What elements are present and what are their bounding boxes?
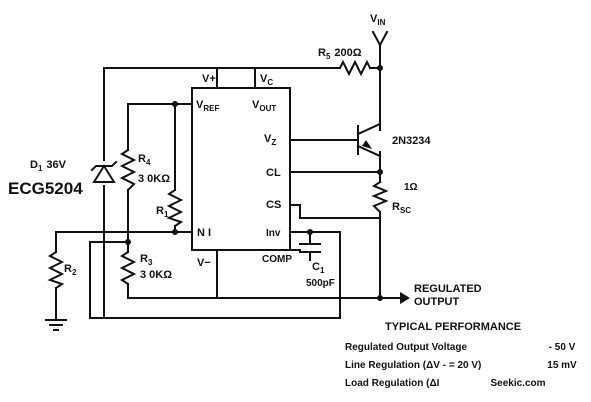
- c1-label: C1: [312, 261, 325, 275]
- rsc-value: 1Ω: [404, 182, 418, 193]
- perf-row-label: Line Regulation (ΔV - = 20 V): [345, 360, 481, 371]
- vin-label: VIN: [370, 13, 386, 27]
- resistor-rsc: [371, 180, 389, 214]
- watermark: Seekic.com: [490, 378, 545, 389]
- perf-row-value: - 50 V: [549, 342, 576, 353]
- ic-pin-vz: VZ: [264, 133, 276, 147]
- resistor-r4: [119, 148, 137, 192]
- ic-pin-vc: VC: [260, 73, 273, 87]
- output-arrow: [400, 292, 410, 304]
- output-label-line1: REGULATED: [414, 283, 482, 295]
- vin-terminal: [371, 30, 389, 47]
- r4-value: 3 0KΩ: [138, 173, 170, 185]
- transistor-q1: [356, 122, 382, 158]
- transistor-label: 2N3234: [392, 135, 431, 147]
- ecg-part-label: ECG5204: [8, 179, 83, 198]
- wiring: [55, 44, 401, 319]
- ic-pin-cs: CS: [266, 199, 281, 211]
- r2-label: R2: [64, 263, 77, 277]
- performance-table: TYPICAL PERFORMANCE Regulated Output Vol…: [345, 321, 577, 389]
- resistor-r3: [119, 250, 137, 286]
- resistor-r1: [166, 188, 184, 228]
- output-label-line2: OUTPUT: [414, 296, 460, 308]
- perf-row-label: Regulated Output Voltage: [345, 342, 467, 353]
- ic-pin-vplus: V+: [202, 73, 216, 85]
- ic-pin-cl: CL: [266, 167, 281, 179]
- ground-symbol: [45, 319, 67, 331]
- ic-pin-inv: Inv: [266, 228, 281, 239]
- r4-label: R4: [138, 153, 151, 167]
- r1-label: R1: [156, 205, 169, 219]
- zener-diode-d1: [90, 160, 118, 183]
- performance-title: TYPICAL PERFORMANCE: [385, 321, 521, 333]
- ic-pin-comp: COMP: [262, 254, 292, 265]
- ic-pin-ni: N I: [197, 227, 211, 239]
- rsc-label: RSC: [392, 201, 411, 215]
- ic-pin-vminus: V−: [197, 257, 211, 269]
- junction-dots: [125, 65, 383, 301]
- regulator-ic: [191, 87, 291, 251]
- resistor-r2: [47, 250, 65, 290]
- perf-row-value: 15 mV: [547, 360, 577, 371]
- perf-row-label: Load Regulation (ΔI: [345, 378, 440, 389]
- r3-value: 3 0KΩ: [140, 269, 172, 281]
- resistor-r5: [338, 59, 372, 77]
- c1-value: 500pF: [306, 278, 335, 289]
- ic-pin-vref: VREF: [196, 99, 219, 113]
- ic-pin-vout: VOUT: [252, 99, 276, 113]
- capacitor-c1: [299, 243, 321, 253]
- r3-label: R3: [140, 253, 153, 267]
